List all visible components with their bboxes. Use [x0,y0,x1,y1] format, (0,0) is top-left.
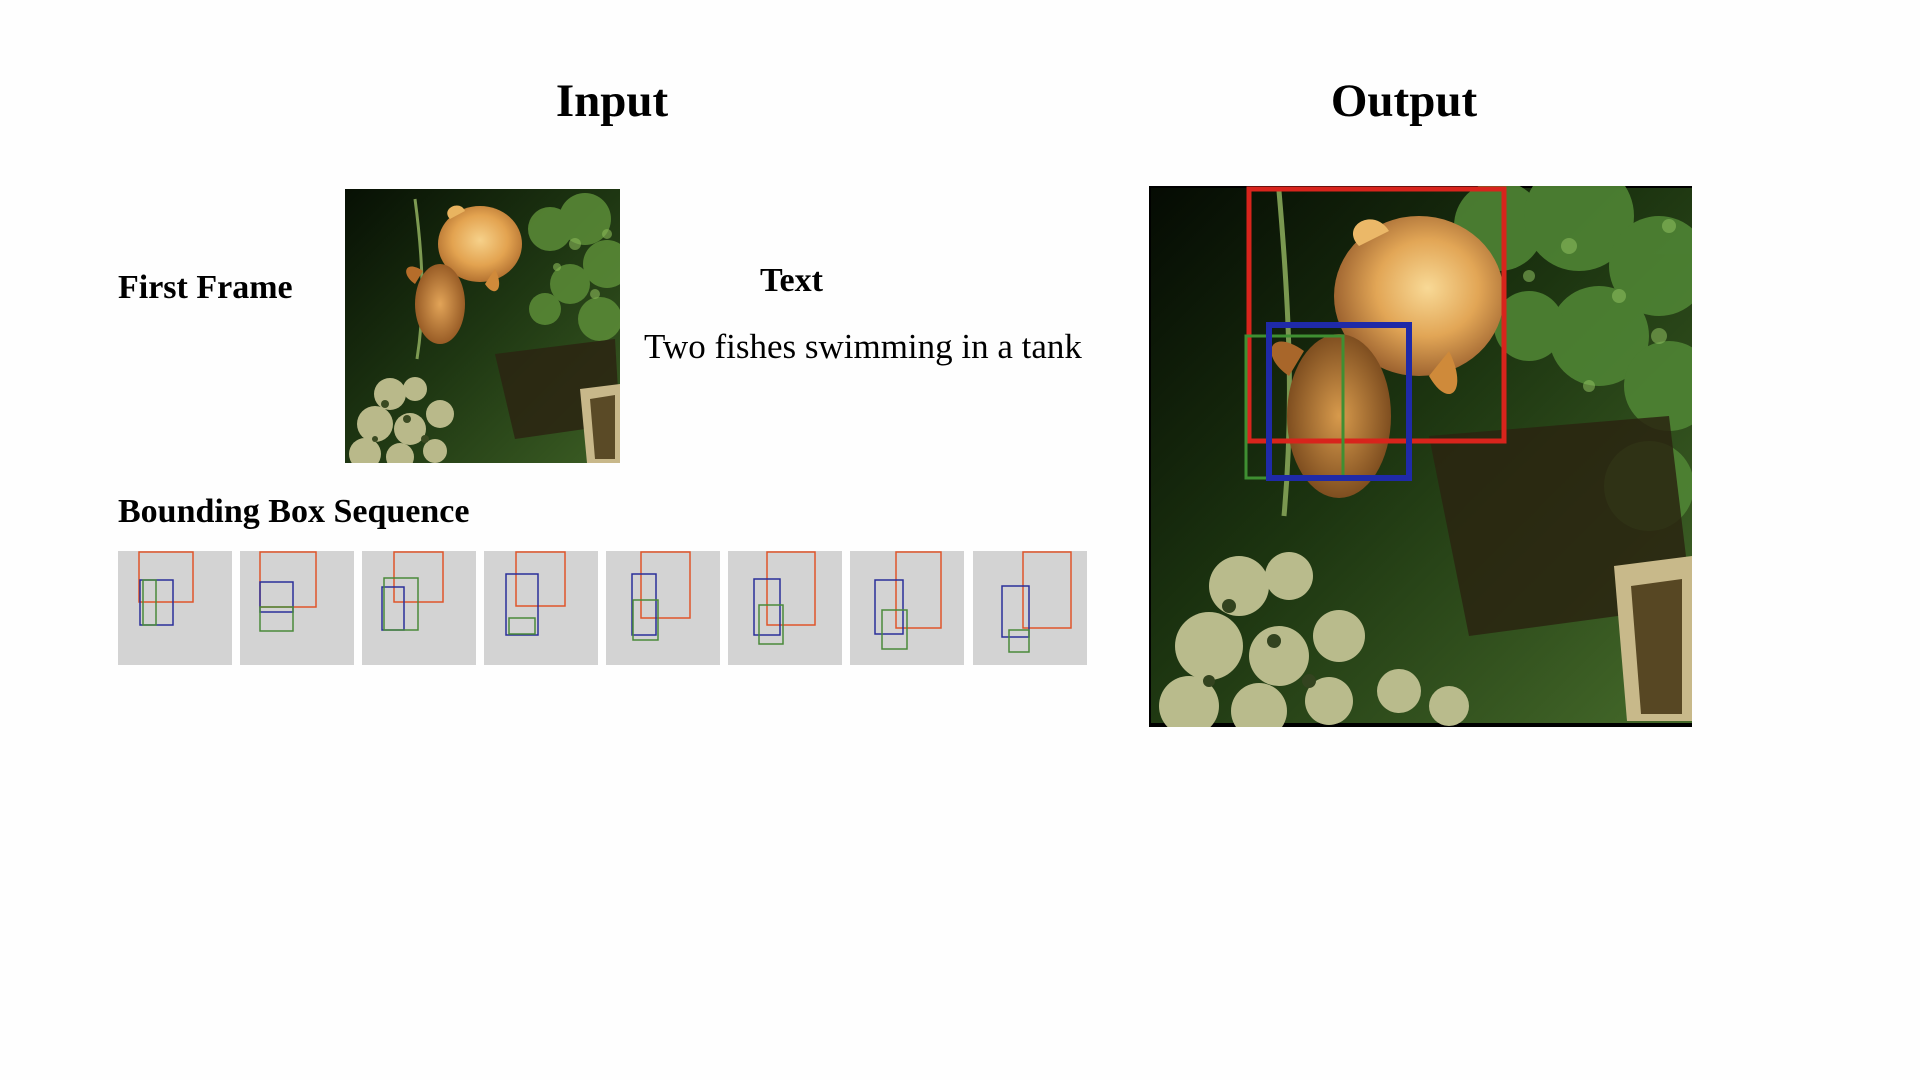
blue-box [874,579,904,635]
red-box [1022,551,1072,629]
red-box [138,551,194,603]
bbox-thumbnail-7 [850,551,964,665]
prompt-text: Two fishes swimming in a tank [644,327,1082,366]
green-box [259,606,294,632]
output-blue-box [1266,322,1412,481]
blue-box [505,573,539,636]
bbox-thumbnail-8 [973,551,1087,665]
blue-box [259,581,294,613]
green-box [881,609,908,650]
output-frame-image [1149,186,1692,727]
input-heading: Input [555,75,669,127]
blue-box [753,578,781,636]
text-label: Text [760,262,823,299]
blue-box [1001,585,1030,638]
green-box [383,577,419,631]
red-box [766,551,816,626]
red-box [515,551,566,607]
first-frame-image [345,189,620,463]
green-box [142,579,157,626]
bbox-sequence-label: Bounding Box Sequence [118,493,470,530]
green-box [632,599,659,641]
red-box [895,551,942,629]
green-box [758,604,784,645]
output-heading: Output [1330,75,1478,127]
blue-box [631,573,657,636]
red-box [259,551,317,608]
bbox-thumbnail-1 [118,551,232,665]
green-box [1008,629,1030,653]
blue-box [381,586,405,631]
first-frame-label: First Frame [118,269,293,306]
bbox-thumbnail-3 [362,551,476,665]
bbox-thumbnail-2 [240,551,354,665]
bbox-thumbnail-5 [606,551,720,665]
bbox-thumbnail-6 [728,551,842,665]
red-box [640,551,691,619]
green-box [508,617,536,635]
output-red-box [1246,186,1507,444]
bbox-thumbnail-4 [484,551,598,665]
